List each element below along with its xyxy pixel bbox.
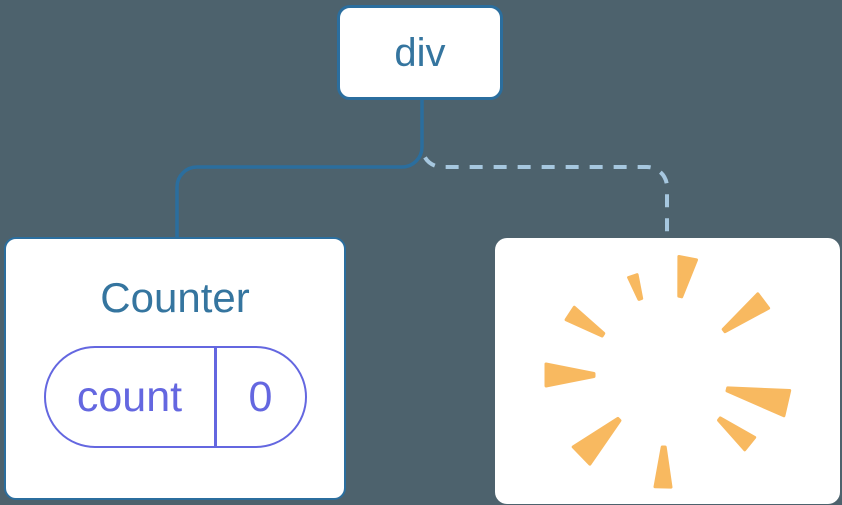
edge-solid-to-counter (175, 100, 424, 239)
poof-ray (725, 386, 792, 418)
state-value-cell: 0 (217, 348, 305, 446)
removed-component-card (495, 238, 840, 504)
poof-ray (721, 292, 771, 334)
poof-ray (571, 416, 622, 466)
root-div-node: div (337, 5, 503, 100)
edge-dashed-to-removed (420, 146, 669, 240)
state-key-label: count (76, 372, 183, 421)
counter-card: Counter count 0 (4, 237, 346, 500)
root-div-label: div (394, 30, 446, 75)
poof-ray (677, 255, 698, 299)
poof-starburst-icon (544, 255, 792, 489)
poof-ray (627, 273, 644, 301)
counter-title: Counter (100, 274, 250, 321)
state-key-cell: count (46, 348, 217, 446)
poof-ray (717, 416, 757, 452)
poof-ray (544, 362, 596, 388)
state-value-label: 0 (248, 372, 273, 421)
poof-ray (564, 305, 606, 338)
poof-ray (653, 445, 673, 489)
state-pill: count 0 (43, 346, 307, 448)
